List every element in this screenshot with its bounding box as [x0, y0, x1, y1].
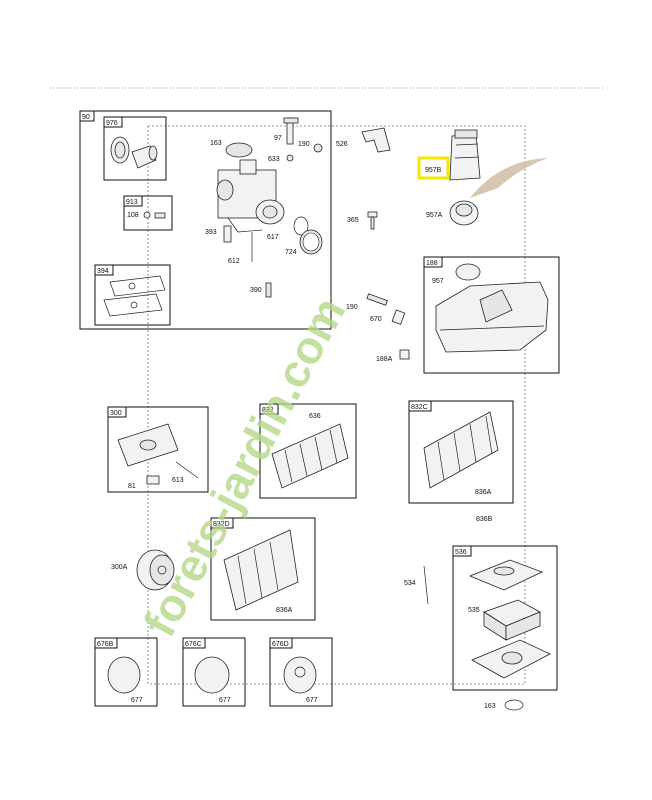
assembly-outline: [147, 125, 526, 685]
part-836b-label: 836B: [476, 516, 493, 523]
group-300[interactable]: 300 81 613: [107, 406, 209, 493]
group-676c[interactable]: 676C 677: [182, 637, 246, 707]
group-913-label: 913: [126, 199, 138, 206]
filter-adapter-part: [110, 136, 158, 169]
group-300-label: 300: [110, 410, 122, 417]
group-188-label: 188: [426, 260, 438, 267]
part-836a1-label: 836A: [475, 489, 492, 496]
group-832d-label: 832D: [213, 521, 230, 528]
part-163b-label: 163: [484, 703, 496, 710]
part-97-label: 97: [274, 135, 282, 142]
group-832d[interactable]: 832D 836A: [210, 517, 316, 621]
group-188[interactable]: 188 957: [423, 256, 560, 374]
group-832-label: 832: [262, 407, 274, 414]
part-526-elbow: [361, 127, 391, 153]
part-526-label: 526: [336, 141, 348, 148]
part-677c-label: 677: [306, 697, 318, 704]
group-394-label: 394: [97, 268, 109, 275]
part-163-label: 163: [210, 140, 222, 147]
plate-676c: [194, 656, 230, 694]
part-633-label: 633: [268, 156, 280, 163]
part-393-label: 393: [205, 229, 217, 236]
part-724-label: 724: [285, 249, 297, 256]
part-677a-label: 677: [131, 697, 143, 704]
air-filter-part: [483, 599, 541, 641]
muffler-guard-832d-part: [223, 529, 299, 611]
part-300a-label: 300A: [111, 564, 128, 571]
part-617-label: 617: [267, 234, 279, 241]
gasket-set-part: [103, 275, 166, 317]
part-836a2-label: 836A: [276, 607, 293, 614]
part-613-label: 613: [172, 477, 184, 484]
part-677b-label: 677: [219, 697, 231, 704]
part-190a-label: 190: [298, 141, 310, 148]
part-365-label: 365: [347, 217, 359, 224]
muffler-300-part: [117, 423, 179, 467]
plate-676d: [283, 656, 317, 694]
group-676d[interactable]: 676D 677: [269, 637, 333, 707]
muffler-guard-832-part: [271, 423, 349, 489]
group-676c-label: 676C: [185, 641, 202, 648]
part-188a-label: 188A: [376, 356, 393, 363]
part-612-label: 612: [228, 258, 240, 265]
air-cleaner-cover-part: [468, 559, 544, 591]
part-81-label: 81: [128, 483, 136, 490]
screw-365: [367, 211, 378, 230]
group-832[interactable]: 832 636: [259, 403, 357, 499]
fuel-cap-957a-part: [449, 200, 479, 226]
watermark-swoosh: [470, 158, 548, 198]
group-976-label: 976: [106, 120, 118, 127]
part-957a-label: 957A: [426, 212, 443, 219]
part-190b-label: 190: [346, 304, 358, 311]
air-cleaner-base-part: [471, 639, 551, 679]
part-534-label: 534: [404, 580, 416, 587]
choke-lever-part: [283, 117, 299, 145]
gasket-163: [225, 142, 253, 158]
part-535-label: 535: [468, 607, 480, 614]
group-832c[interactable]: 832C 836A: [408, 400, 514, 504]
plate-676b: [107, 656, 141, 694]
group-536[interactable]: 536 535: [452, 545, 558, 691]
group-90[interactable]: 90 976 913 108 394: [79, 110, 332, 330]
bolt-190: [366, 293, 388, 306]
part-670-label: 670: [370, 316, 382, 323]
muffler-300a-part: [136, 549, 175, 591]
group-536-label: 536: [455, 549, 467, 556]
highlight-957b[interactable]: [417, 156, 450, 180]
part-108-label: 108: [127, 212, 139, 219]
part-957-label: 957: [432, 278, 444, 285]
carburetor-part: [216, 159, 285, 233]
group-676b-label: 676B: [97, 641, 114, 648]
group-90-label: 90: [82, 114, 90, 121]
part-957b-label: 957B: [425, 167, 442, 174]
group-676b[interactable]: 676B 677: [94, 637, 158, 707]
part-636-label: 636: [309, 413, 321, 420]
group-832c-label: 832C: [411, 404, 428, 411]
group-676d-label: 676D: [272, 641, 289, 648]
fuel-tank-part: [435, 281, 549, 353]
fuel-cap-957b-part: [449, 129, 481, 181]
part-390-label: 390: [250, 287, 262, 294]
muffler-guard-832c-part: [423, 411, 499, 489]
